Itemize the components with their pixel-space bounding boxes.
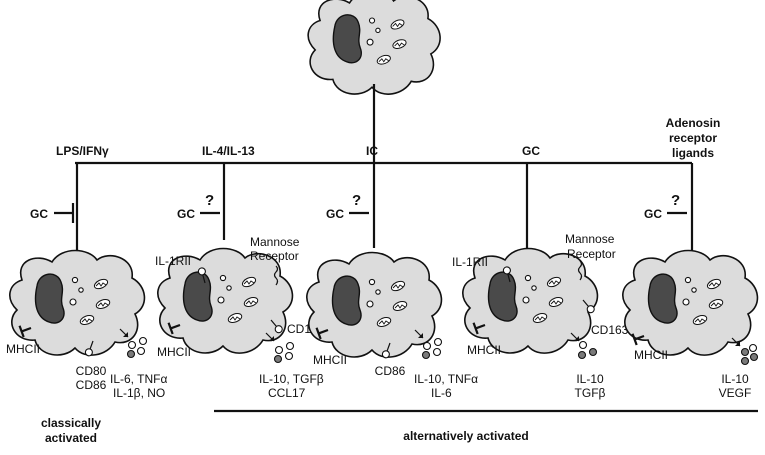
aden-cytokines-1: IL-10	[721, 372, 749, 386]
gc-cytokines-2: TGFβ	[575, 386, 606, 400]
resting-macrophage	[307, 0, 441, 95]
label-cd163-2: CD163	[591, 323, 629, 337]
label-mhcii-2: MHCII	[157, 345, 191, 359]
gc-modulator-3: GC	[326, 207, 344, 221]
stimulus-ic: IC	[366, 144, 378, 158]
label-cd86-1: CD86	[76, 378, 107, 392]
question-mark-2: ?	[205, 192, 214, 209]
label-mannose-1b: Receptor	[250, 249, 299, 263]
label-il1rii-2: IL-1RII	[452, 255, 488, 269]
stimulus-il4: IL-4/IL-13	[202, 144, 255, 158]
gc-modulator-4: GC	[644, 207, 662, 221]
stimulus-adenosin-1: Adenosin	[666, 116, 721, 130]
stimulus-adenosin-3: ligands	[672, 146, 714, 160]
il4-cytokines-1: IL-10, TGFβ	[259, 372, 324, 386]
label-mannose-2a: Mannose	[565, 232, 615, 246]
label-mhcii-5: MHCII	[634, 348, 668, 362]
aden-cytokines-2: VEGF	[719, 386, 752, 400]
question-mark-4: ?	[671, 192, 680, 209]
label-cd86-2: CD86	[375, 364, 406, 378]
stimulus-lps: LPS/IFNγ	[56, 144, 109, 158]
question-mark-3: ?	[352, 192, 361, 209]
stimulus-adenosin-2: receptor	[669, 131, 717, 145]
label-mhcii-4: MHCII	[467, 343, 501, 357]
ic-cytokines-1: IL-10, TNFα	[414, 372, 478, 386]
macrophage-adenosin	[622, 249, 759, 366]
gc-modulator-2: GC	[177, 207, 195, 221]
gc-inhibitor-1: GC	[30, 207, 48, 221]
macrophage-gc	[462, 247, 599, 360]
label-cd80: CD80	[76, 364, 107, 378]
macrophage-ic	[306, 251, 443, 360]
label-mhcii-3: MHCII	[313, 353, 347, 367]
group-classical-1: classically	[41, 416, 101, 430]
label-mhcii-1: MHCII	[6, 342, 40, 356]
m1-cytokines-1: IL-6, TNFα	[110, 372, 167, 386]
group-classical-2: activated	[45, 431, 97, 445]
group-alternative: alternatively activated	[403, 429, 528, 443]
ic-cytokines-2: IL-6	[431, 386, 452, 400]
macrophage-classical	[9, 249, 148, 359]
label-il1rii-1: IL-1RII	[155, 254, 191, 268]
label-mannose-1a: Mannose	[250, 235, 300, 249]
m1-cytokines-2: IL-1β, NO	[113, 386, 165, 400]
stimulus-gc: GC	[522, 144, 540, 158]
label-mannose-2b: Receptor	[567, 247, 616, 261]
gc-cytokines-1: IL-10	[576, 372, 604, 386]
il4-cytokines-2: CCL17	[268, 386, 306, 400]
macrophage-il4	[157, 247, 295, 364]
